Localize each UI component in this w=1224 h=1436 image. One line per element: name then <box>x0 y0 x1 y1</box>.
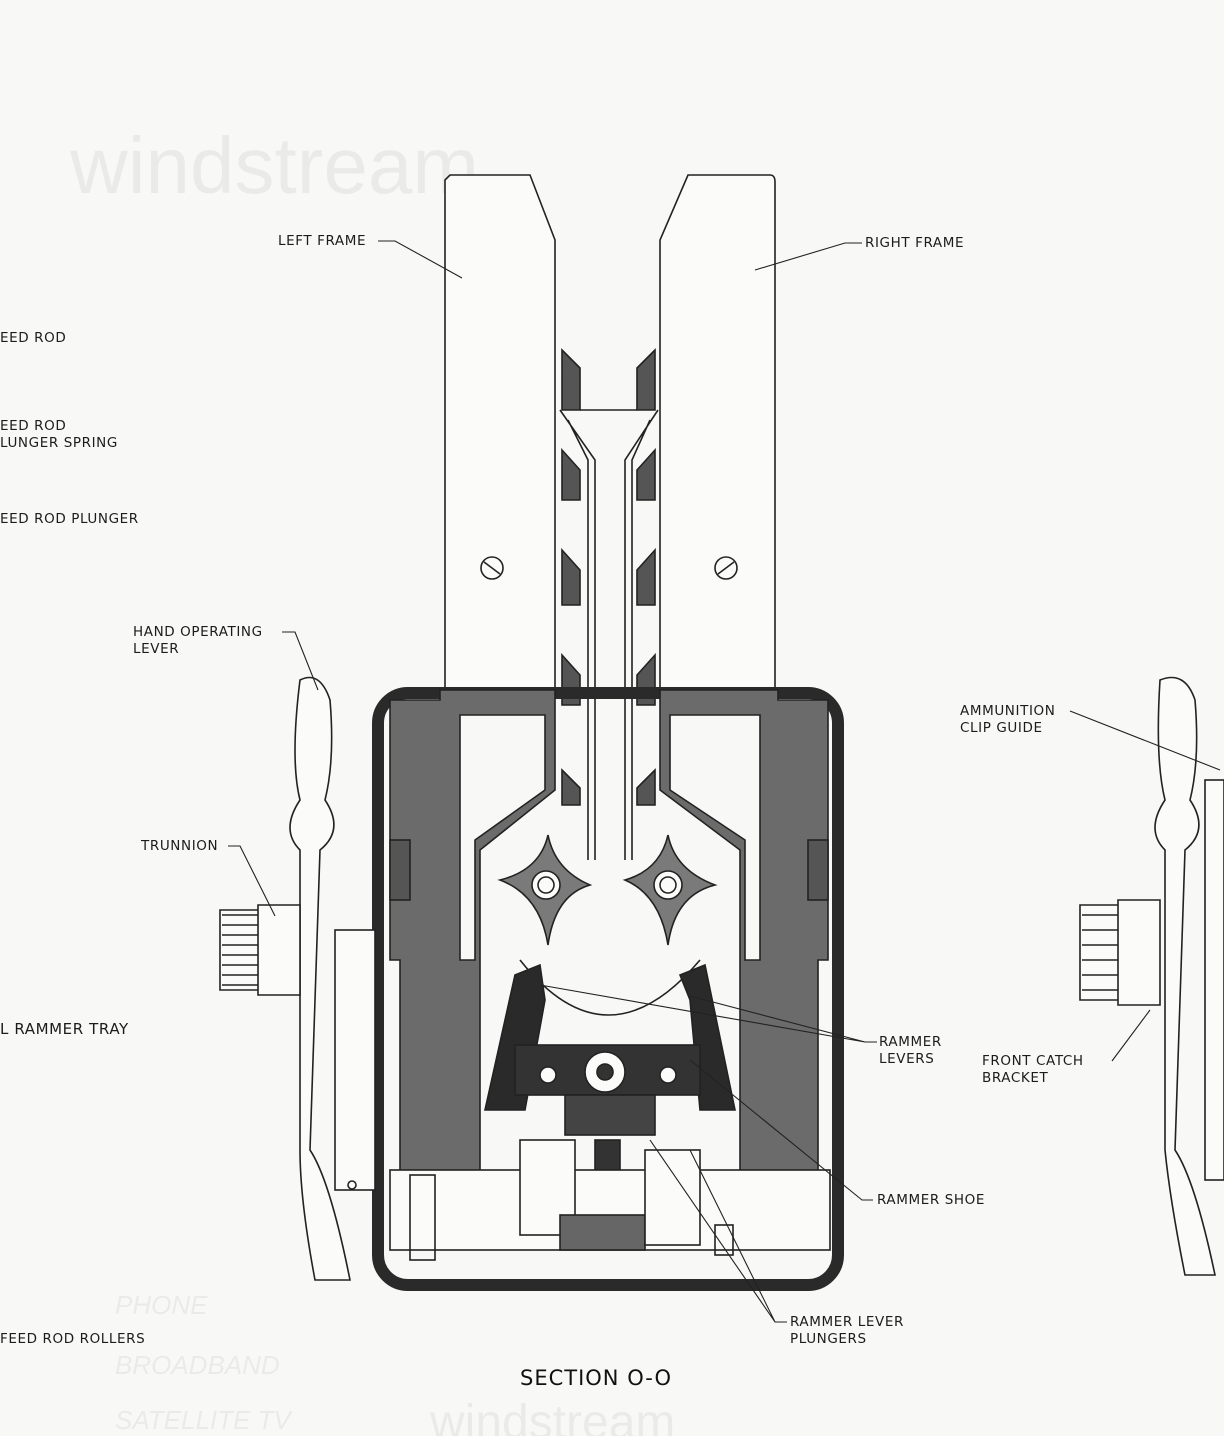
label-line: FRONT CATCH <box>982 1053 1084 1069</box>
rammer-lever-right <box>678 963 736 1111</box>
bleedthrough-broadband: BROADBAND <box>115 1350 280 1380</box>
label-ammunition-clip-guide: AMMUNITION CLIP GUIDE <box>960 703 1055 737</box>
bleedthrough-brand: windstream <box>70 121 480 210</box>
label-line: PLUNGERS <box>790 1331 867 1347</box>
label-line: HAND OPERATING <box>133 624 263 640</box>
label-rammer-levers: RAMMER LEVERS <box>879 1034 942 1068</box>
clip-guide-left <box>559 409 596 860</box>
label-feed-rod-plunger-spring: EED ROD LUNGER SPRING <box>0 418 118 452</box>
right-view-trunnion <box>1079 899 1161 1006</box>
label-line: EED ROD <box>0 418 67 434</box>
label-left-frame: LEFT FRAME <box>278 233 367 249</box>
housing <box>372 687 844 1291</box>
label-line: LEVER <box>133 641 180 657</box>
label-hand-operating-lever: HAND OPERATING LEVER <box>133 624 263 658</box>
label-line: RAMMER <box>879 1034 942 1050</box>
left-frame-plate <box>444 174 556 691</box>
clip-guide-right <box>624 409 659 860</box>
section-caption: SECTION O-O <box>520 1366 673 1390</box>
hand-operating-lever <box>289 676 351 1281</box>
leader-lines <box>228 240 1221 1323</box>
trunnion <box>219 904 301 996</box>
bleedthrough-phone: PHONE <box>115 1290 208 1320</box>
label-feed-rod: EED ROD <box>0 330 67 346</box>
right-view-lever <box>1154 676 1216 1276</box>
bleedthrough-satellite: SATELLITE TV <box>115 1405 291 1435</box>
clip-guide-pawls <box>561 348 656 806</box>
label-line: LUNGER SPRING <box>0 435 118 451</box>
label-line: RAMMER LEVER <box>790 1314 904 1330</box>
right-casting <box>659 689 829 1181</box>
right-frame-plate <box>659 174 776 691</box>
label-feed-rod-plunger: EED ROD PLUNGER <box>0 511 139 527</box>
label-rammer-tray: L RAMMER TRAY <box>0 1020 129 1038</box>
label-rammer-shoe: RAMMER SHOE <box>877 1192 986 1208</box>
label-line: CLIP GUIDE <box>960 720 1043 736</box>
label-feed-rod-rollers: FEED ROD ROLLERS <box>0 1331 146 1347</box>
label-line: AMMUNITION <box>960 703 1056 719</box>
label-trunnion: TRUNNION <box>141 838 219 854</box>
label-line: BRACKET <box>982 1070 1049 1086</box>
left-casting <box>389 689 556 1181</box>
bleedthrough-brand-bottom: windstream <box>430 1396 676 1436</box>
label-rammer-lever-plungers: RAMMER LEVER PLUNGERS <box>790 1314 904 1348</box>
label-right-frame: RIGHT FRAME <box>865 235 965 251</box>
label-line: LEVERS <box>879 1051 935 1067</box>
label-front-catch-bracket: FRONT CATCH BRACKET <box>982 1053 1084 1087</box>
